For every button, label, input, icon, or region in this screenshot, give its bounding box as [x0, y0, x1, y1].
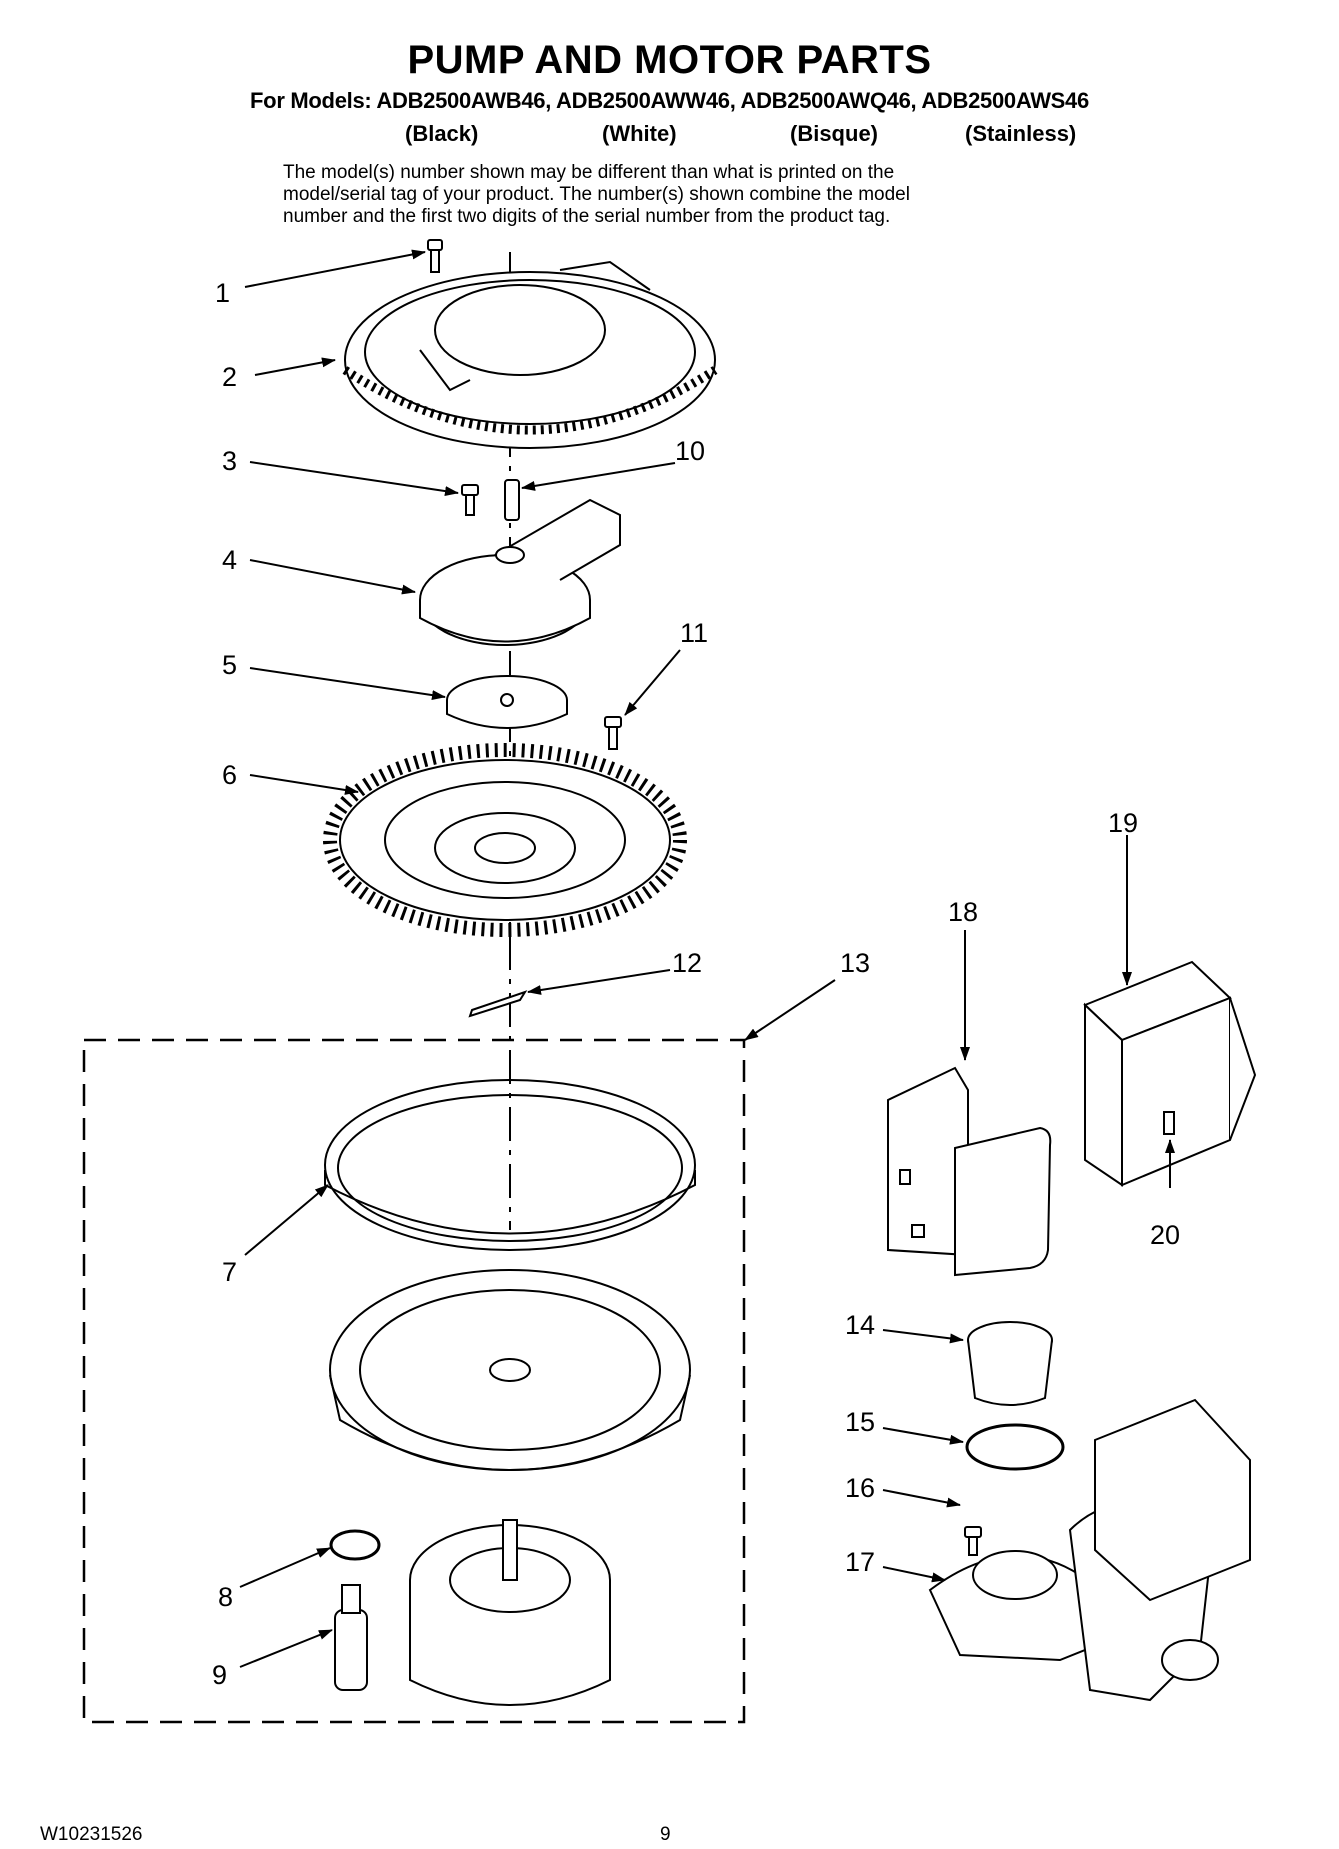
note-line: number and the first two digits of the s…	[283, 206, 891, 227]
color-black: (Black)	[405, 121, 479, 146]
callout-6: 6	[222, 760, 238, 790]
callout-11: 11	[680, 618, 709, 648]
part-13-assembly-box	[82, 1038, 746, 1724]
part-15-o-ring	[965, 1423, 1065, 1471]
part-18-bracket	[887, 1066, 1052, 1277]
color-stainless: (Stainless)	[965, 121, 1077, 146]
callout-18: 18	[948, 897, 979, 927]
part-8-o-ring	[329, 1529, 381, 1561]
callout-20: 20	[1150, 1220, 1181, 1250]
callout-7: 7	[222, 1257, 238, 1287]
callout-9: 9	[212, 1660, 228, 1690]
callout-17: 17	[845, 1547, 876, 1577]
part-1-screw	[427, 239, 443, 273]
part-5-impeller	[446, 675, 568, 729]
part-12-gasket	[468, 990, 528, 1018]
leader-arrows	[239, 249, 1175, 1668]
note-line: model/serial tag of your product. The nu…	[283, 184, 910, 205]
callout-13: 13	[840, 948, 871, 978]
part-2-filter-cover	[342, 260, 718, 449]
part-7-ring-seal	[324, 1079, 696, 1251]
page-title: PUMP AND MOTOR PARTS	[407, 38, 932, 82]
color-bisque: (Bisque)	[790, 121, 878, 146]
sump-base	[329, 1269, 691, 1471]
part-20-screw	[1163, 1111, 1175, 1135]
callout-8: 8	[218, 1582, 234, 1612]
part-17-drain-pump	[928, 1398, 1251, 1702]
note-line: The model(s) number shown may be differe…	[283, 162, 895, 183]
callout-16: 16	[845, 1473, 876, 1503]
callout-3: 3	[222, 446, 238, 476]
part-19-control-module	[1083, 960, 1257, 1187]
part-9-sensor	[334, 1584, 368, 1691]
callout-15: 15	[845, 1407, 876, 1437]
callout-5: 5	[222, 650, 238, 680]
models-line: For Models: ADB2500AWB46, ADB2500AWW46, …	[250, 88, 1089, 113]
part-3-screw	[461, 484, 479, 516]
callout-1: 1	[215, 278, 231, 308]
color-white: (White)	[602, 121, 677, 146]
part-4-pump-housing	[419, 498, 621, 646]
part-11-screw	[604, 716, 622, 750]
model-note: The model(s) number shown may be differe…	[283, 162, 1083, 228]
callout-12: 12	[672, 948, 703, 978]
doc-number: W10231526	[40, 1824, 143, 1845]
part-16-screw	[964, 1526, 982, 1556]
callout-19: 19	[1108, 808, 1139, 838]
callout-14: 14	[845, 1310, 876, 1340]
motor	[409, 1519, 611, 1706]
part-6-finned-cover	[323, 743, 687, 937]
callout-2: 2	[222, 362, 238, 392]
part-14-collar	[967, 1321, 1053, 1406]
callout-4: 4	[222, 545, 238, 575]
callout-10: 10	[675, 436, 706, 466]
page-number: 9	[660, 1824, 671, 1845]
part-10-pin	[504, 479, 520, 521]
